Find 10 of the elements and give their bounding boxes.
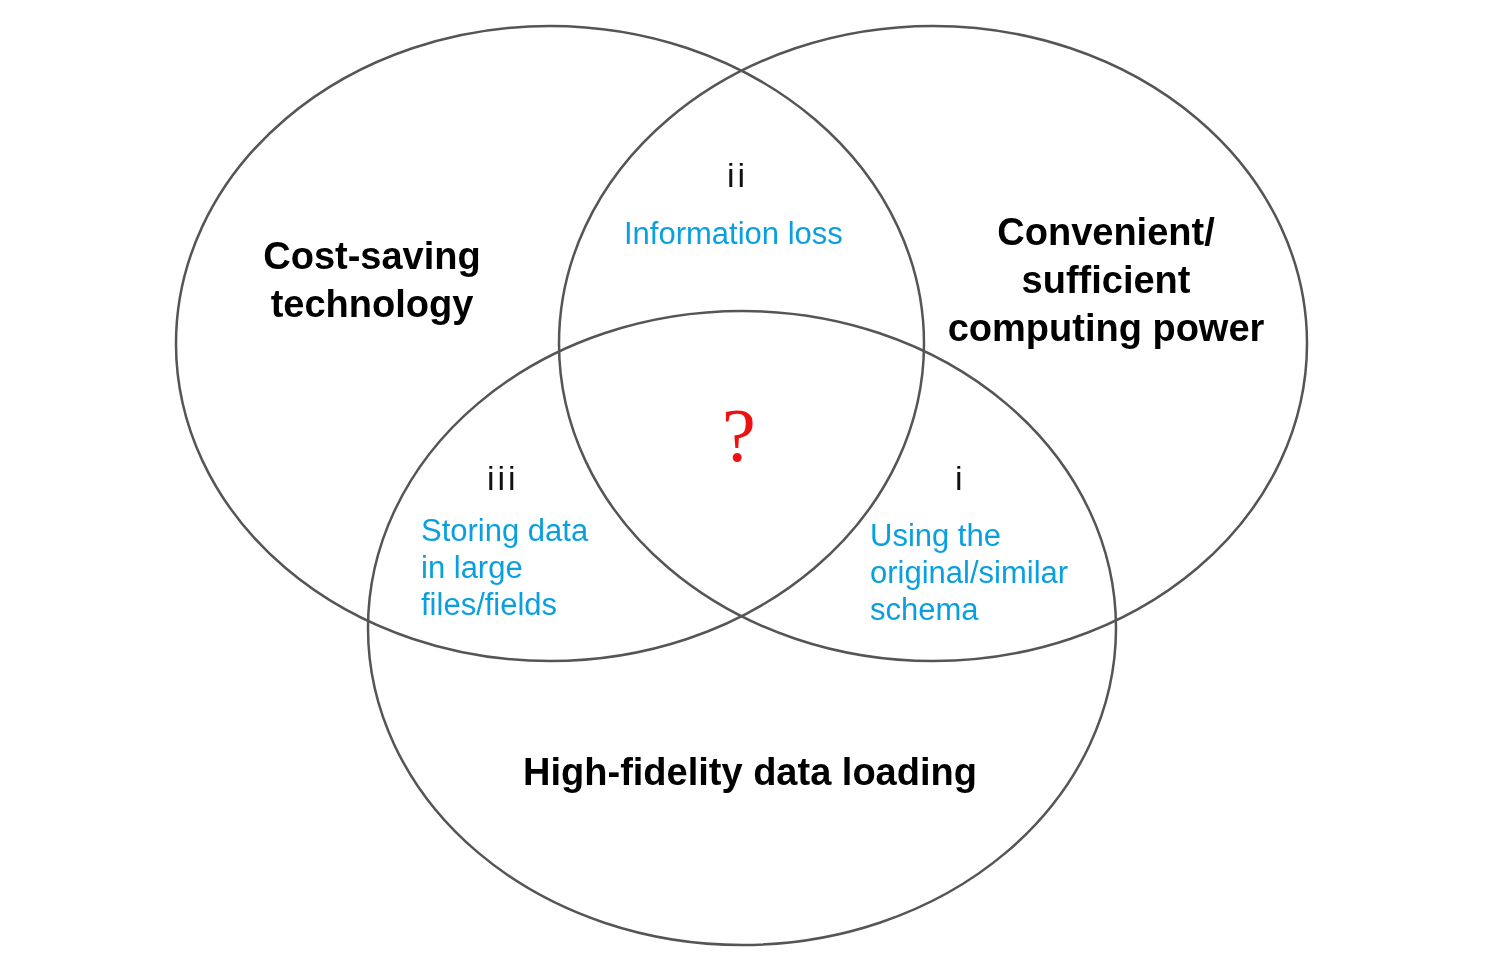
region-number: iii (487, 458, 519, 499)
region-label: Using the original/similar schema (870, 517, 1070, 629)
question-mark: ? (722, 392, 756, 479)
region-number: i (955, 458, 966, 499)
set-title: Convenient/ sufficient computing power (946, 210, 1266, 351)
region-label: Information loss (624, 215, 844, 253)
set-title: High-fidelity data loading (522, 750, 978, 795)
region-number: ii (727, 155, 749, 196)
set-title: Cost-saving technology (262, 234, 482, 327)
region-label: Storing data in large files/fields (421, 512, 590, 624)
